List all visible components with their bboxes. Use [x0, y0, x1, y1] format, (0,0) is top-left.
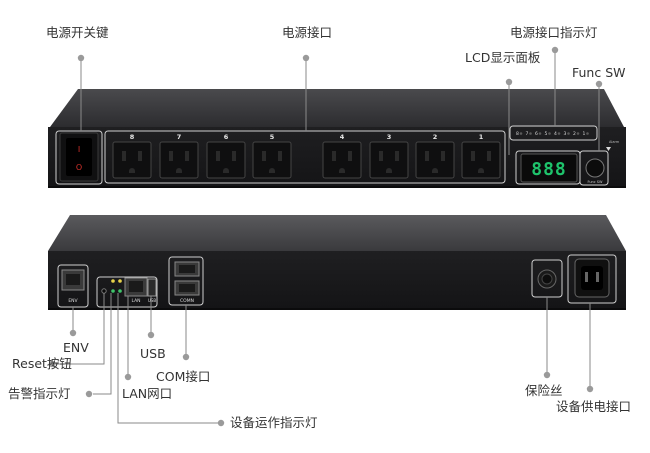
outlet-led-number: 4 [554, 131, 557, 137]
outlet-led-number: 1 [583, 131, 586, 137]
lan-port-label: LAN [131, 298, 140, 304]
switch-off-symbol: O [76, 163, 82, 172]
label-env: ENV [63, 340, 89, 355]
power-switch-rocker [66, 138, 92, 176]
label-power-outlets: 电源接口 [282, 25, 333, 40]
outlet-number: 8 [130, 133, 135, 141]
outlet-led-number: 8 [516, 131, 519, 137]
label-alarm-indicator: 告警指示灯 [8, 386, 71, 401]
lcd-readout: 888 [531, 159, 567, 180]
outlet-led [557, 132, 561, 135]
switch-on-symbol: I [78, 145, 80, 154]
power-outlet [206, 141, 246, 179]
label-reset-button: Reset按钮 [12, 356, 72, 371]
outlet-number: 2 [433, 133, 438, 141]
outlet-number: 3 [387, 133, 392, 141]
back-unit: ENV LAN USB COMN [48, 215, 626, 310]
outlet-led [519, 132, 523, 135]
usb-port [147, 278, 157, 297]
label-device-power-inlet: 设备供电接口 [556, 399, 632, 414]
power-outlet [159, 141, 199, 179]
power-outlet [112, 141, 152, 179]
label-usb: USB [140, 346, 166, 361]
outlet-led [538, 132, 542, 135]
label-outlet-indicators: 电源接口指示灯 [510, 25, 598, 40]
label-lan-port: LAN网口 [122, 386, 173, 401]
label-run-indicator: 设备运作指示灯 [230, 415, 318, 430]
alarm-arrow-icon [606, 147, 611, 151]
power-outlet [322, 141, 362, 179]
callout-dots [48, 46, 603, 427]
outlet-led [529, 132, 532, 135]
power-outlet [369, 141, 409, 179]
outlet-number: 7 [177, 133, 182, 141]
label-com-port: COM接口 [156, 369, 211, 384]
label-func-sw: Func SW [572, 65, 626, 80]
func-sw-button [585, 158, 605, 178]
run-led [111, 289, 115, 293]
outlet-led [548, 132, 551, 135]
com-port-label: COMN [180, 298, 194, 304]
outlet-number: 4 [340, 133, 345, 141]
usb-port-label: USB [148, 298, 156, 303]
outlet-led-number: 2 [573, 131, 576, 137]
alarm-mark: Alarm [609, 140, 620, 144]
outlet-led [567, 132, 570, 135]
reset-button [101, 288, 107, 294]
outlet-led-number: 6 [535, 131, 538, 137]
func-sw-button-label: Func SW [588, 180, 604, 184]
power-outlet [252, 141, 292, 179]
lcd-frame [520, 153, 578, 183]
outlet-number: 5 [270, 133, 275, 141]
outlet-number: 1 [479, 133, 484, 141]
front-top-panel [50, 89, 624, 127]
callout-lines [52, 50, 600, 424]
power-outlet [461, 141, 501, 179]
back-top-panel [48, 215, 626, 251]
label-fuse: 保险丝 [525, 383, 563, 398]
outlet-led [586, 132, 589, 135]
label-power-switch: 电源开关键 [46, 25, 109, 40]
outlet-group: 8 7 6 5 4 3 2 1 [112, 133, 501, 179]
outlet-led-number: 3 [564, 131, 567, 137]
env-port-label: ENV [68, 298, 78, 304]
power-outlet [415, 141, 455, 179]
label-lcd-panel: LCD显示面板 [465, 50, 541, 65]
alarm-led [111, 279, 115, 283]
outlet-led-number: 7 [526, 131, 529, 137]
outlet-number: 6 [224, 133, 229, 141]
outlet-led-number: 5 [545, 131, 548, 137]
outlet-led [576, 132, 580, 135]
